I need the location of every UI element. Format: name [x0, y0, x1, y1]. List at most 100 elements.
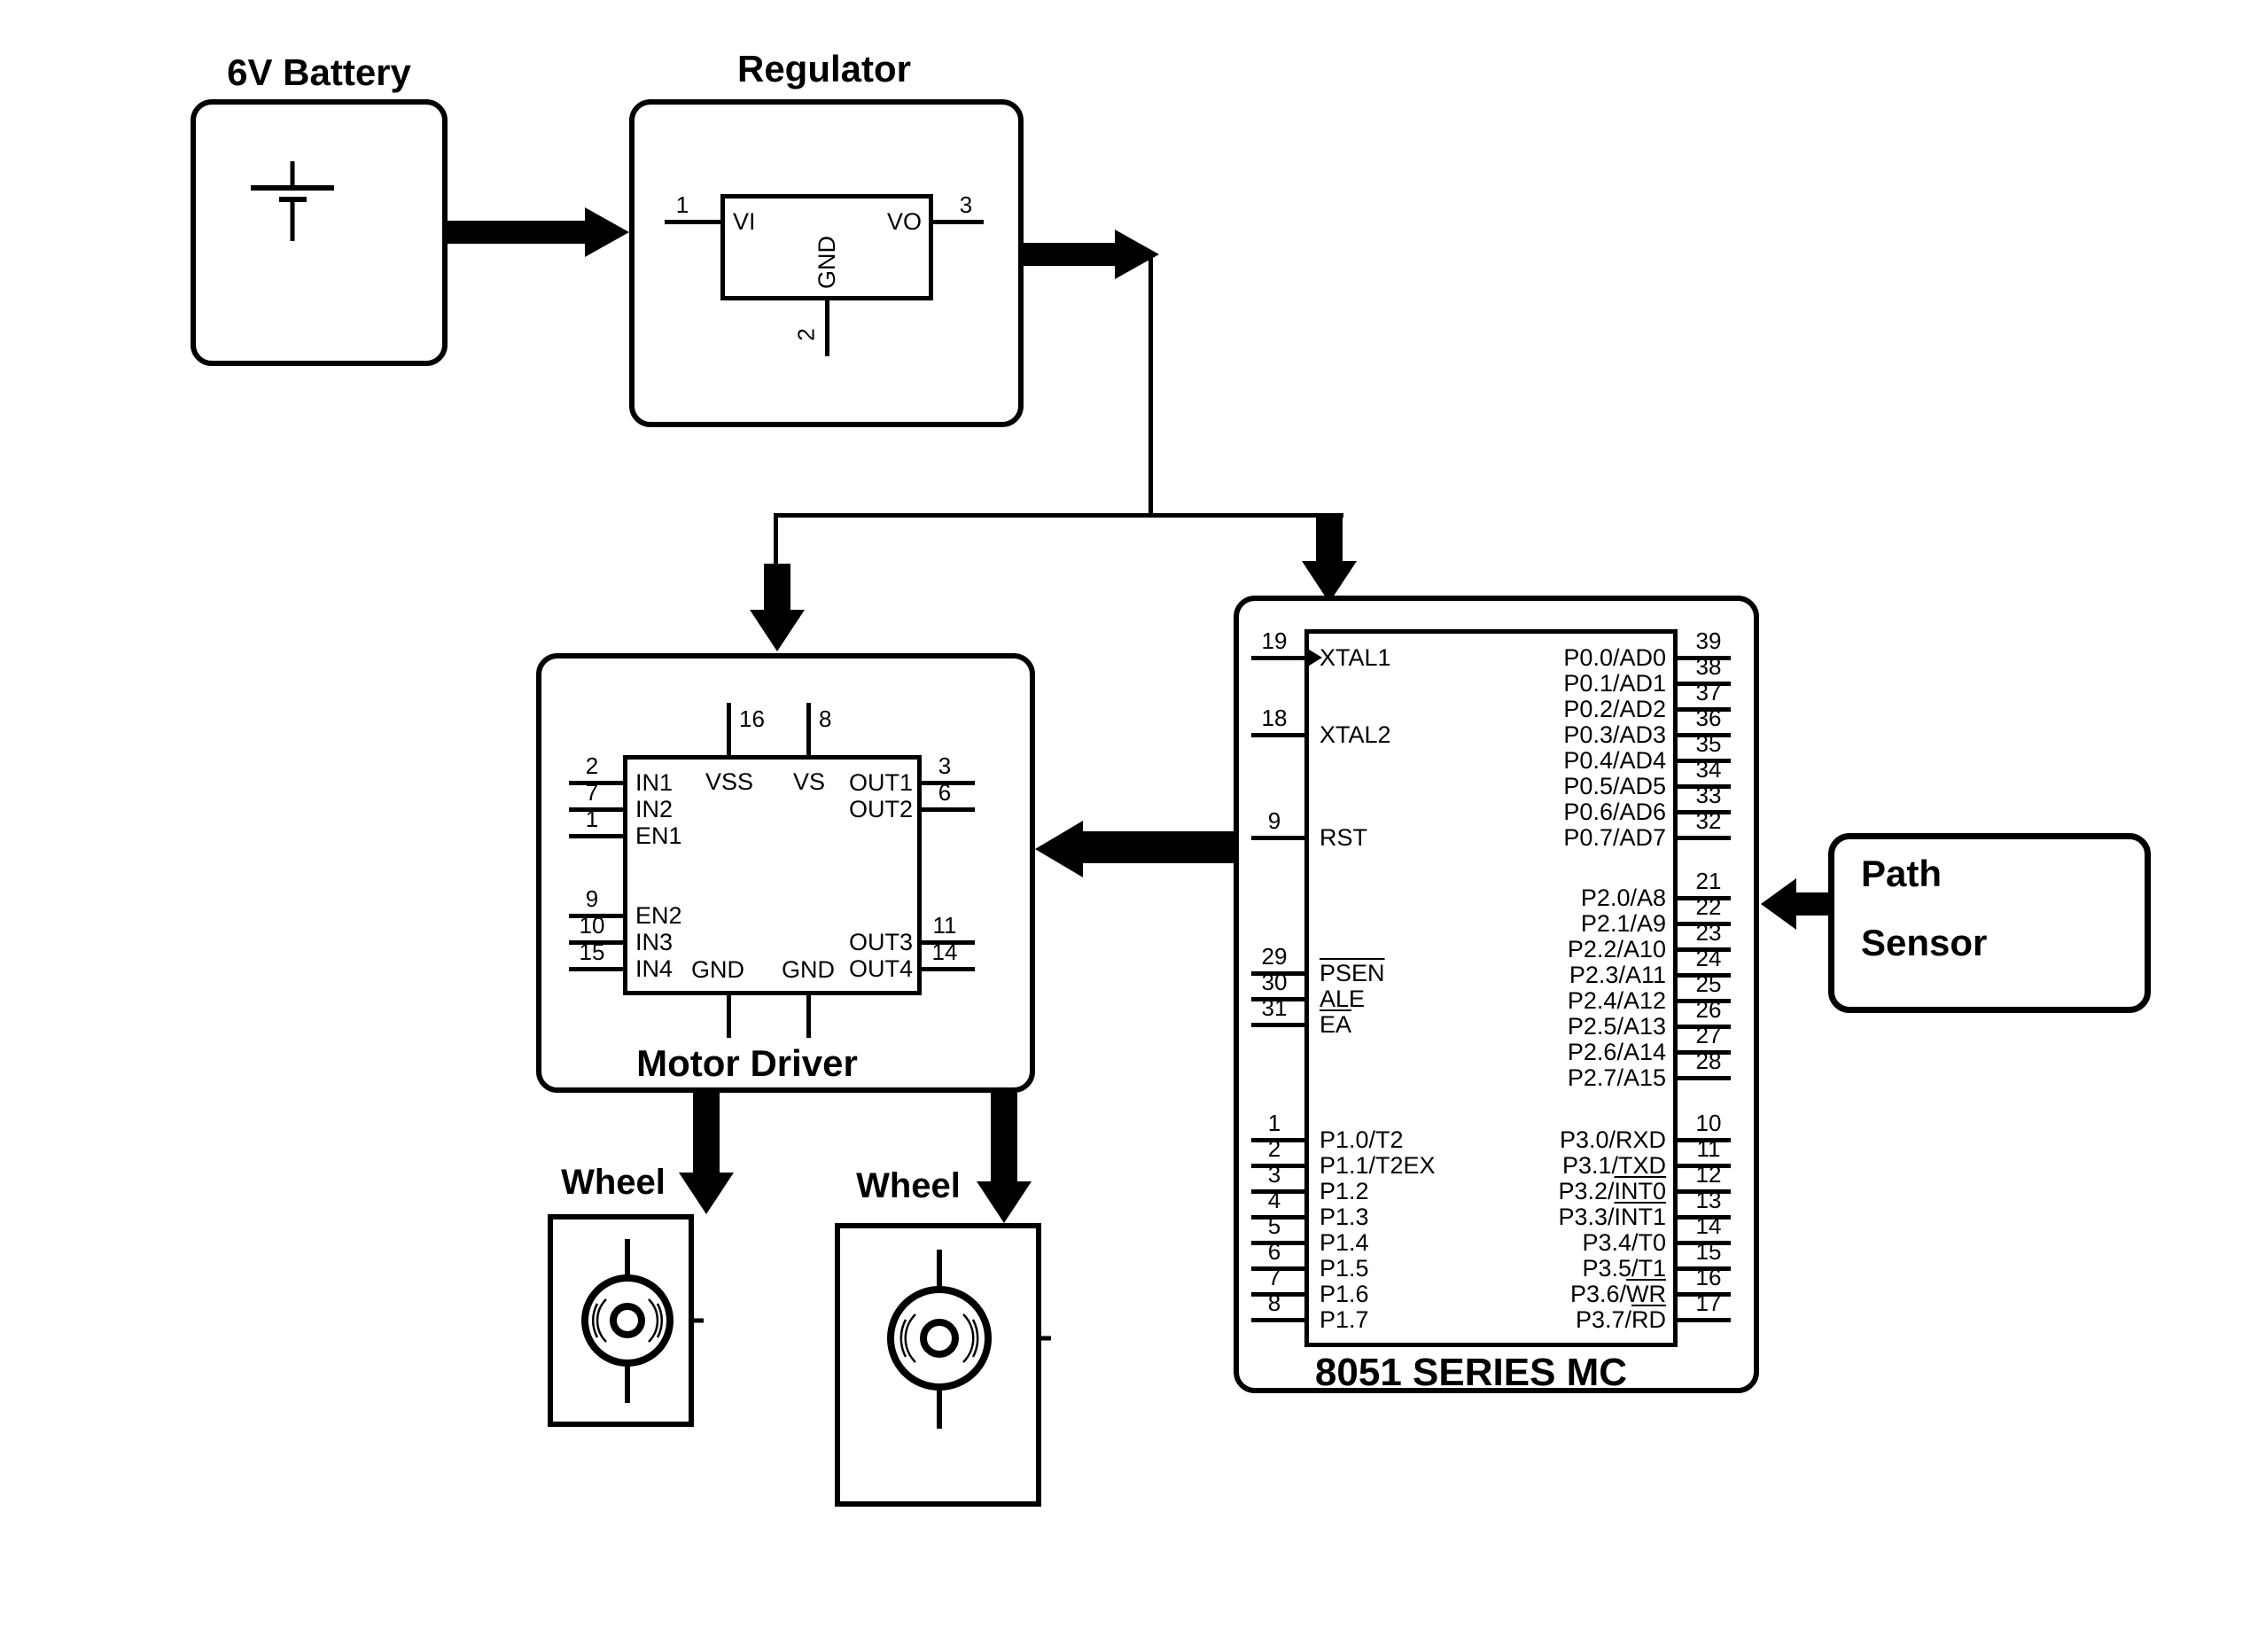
pin-number: 18 — [1261, 705, 1288, 731]
pin-label: P2.0/A8 — [1580, 884, 1666, 911]
pin-number: 2 — [1267, 1135, 1281, 1162]
pin-line — [1251, 1241, 1304, 1245]
pin-number: 14 — [1695, 1212, 1722, 1239]
pin-line — [1678, 1241, 1731, 1245]
pin-number: 19 — [1261, 627, 1288, 654]
pin-label: P1.0/T2 — [1320, 1126, 1404, 1153]
pin-label: RST — [1320, 824, 1367, 851]
pin-label: P3.5/T1 — [1582, 1255, 1666, 1282]
arrow-mcu-to-motor-driver-head-icon — [1035, 821, 1083, 877]
pin-number: 6 — [1267, 1238, 1281, 1265]
pin-label: P3.1/TXD — [1561, 1152, 1666, 1179]
regulator-pin1-number: 1 — [675, 191, 689, 218]
pin-label: IN1 — [635, 769, 674, 796]
pin-number: 21 — [1695, 868, 1722, 894]
motor-driver-gnd1-label: GND — [691, 956, 744, 983]
pin-number: 14 — [931, 939, 958, 965]
motor-driver-gnd1-line — [727, 995, 731, 1038]
pin-line — [922, 807, 975, 812]
pin-line — [1678, 1215, 1731, 1220]
pin-label: P2.7/A15 — [1567, 1064, 1666, 1091]
regulator-pin2-number: 2 — [792, 328, 820, 341]
pin-number: 4 — [1267, 1187, 1281, 1213]
arrow-motor-driver-to-wheel-2-head-icon — [977, 1181, 1032, 1223]
pin-number: 11 — [932, 912, 957, 939]
arrow-supply-to-motor-driver-head-icon — [750, 610, 805, 651]
pin-number: 33 — [1695, 782, 1722, 808]
pin-label: P1.6 — [1320, 1281, 1369, 1307]
pin-line — [1678, 836, 1731, 840]
arrow-supply-to-mcu — [1316, 513, 1343, 563]
pin-label: P1.4 — [1320, 1229, 1369, 1256]
pin-number: 36 — [1695, 705, 1722, 731]
pin-line — [1678, 759, 1731, 763]
pin-number: 23 — [1695, 919, 1722, 946]
pin-number: 25 — [1695, 970, 1722, 997]
pin-number: 39 — [1695, 627, 1722, 654]
arrow-battery-to-regulator-head-icon — [585, 207, 629, 257]
motor-driver-gnd2-line — [806, 995, 811, 1038]
mcu-title: 8051 SERIES MC — [1314, 1351, 1628, 1394]
pin-number: 12 — [1695, 1161, 1722, 1188]
pin-label: P2.5/A13 — [1567, 1013, 1666, 1040]
pin-line — [1678, 1164, 1731, 1168]
pin-line — [1678, 999, 1731, 1003]
pin-line — [1678, 922, 1731, 926]
pin-label: P3.6/WR — [1569, 1281, 1666, 1307]
pin-label: IN2 — [635, 796, 674, 822]
pin-number: 3 — [938, 752, 952, 779]
pin-line — [1678, 1189, 1731, 1194]
wire-elbow-to-motor — [774, 513, 778, 566]
arrow-path-sensor-to-mcu-head-icon — [1761, 878, 1796, 930]
pin-number: 6 — [938, 779, 952, 806]
pin-label: P0.4/AD4 — [1563, 747, 1666, 774]
pin-label: XTAL2 — [1320, 721, 1391, 748]
pin-line — [569, 940, 623, 945]
pin-line — [1678, 707, 1731, 712]
motor-driver-pin16-number: 16 — [739, 705, 765, 732]
arrow-regulator-out — [1024, 243, 1121, 266]
pin-number: 22 — [1695, 893, 1722, 920]
pin-line — [1678, 1076, 1731, 1080]
pin-label: OUT3 — [848, 929, 913, 955]
pin-line — [1251, 656, 1304, 660]
wheel-1-motor-icon — [581, 1239, 704, 1403]
pin-number: 15 — [1695, 1238, 1722, 1265]
pin-number: 17 — [1695, 1290, 1722, 1316]
pin-number: 31 — [1261, 994, 1288, 1021]
pin-number: 9 — [585, 885, 599, 912]
pin-line — [1678, 1025, 1731, 1029]
pin-line — [1251, 733, 1304, 737]
pin-label: P1.2 — [1320, 1178, 1369, 1204]
pin-number: 1 — [585, 806, 599, 832]
pin-line — [1678, 947, 1731, 952]
pin-number: 35 — [1695, 730, 1722, 757]
pin-line — [1251, 1215, 1304, 1220]
pin-line — [1251, 1023, 1304, 1027]
pin-label: P2.1/A9 — [1580, 910, 1666, 937]
pin-label: P0.0/AD0 — [1563, 644, 1666, 671]
pin-line — [1678, 1318, 1731, 1322]
pin-line — [1678, 1266, 1731, 1271]
pin-line — [1678, 1138, 1731, 1142]
arrow-supply-to-motor-driver — [764, 564, 790, 610]
pin-number: 7 — [1267, 1264, 1281, 1290]
pin-number: 15 — [579, 939, 605, 965]
pin-label: P1.7 — [1320, 1306, 1369, 1333]
pin-label: P2.4/A12 — [1567, 987, 1666, 1014]
pin-label: P0.3/AD3 — [1563, 721, 1666, 748]
wire-junction-horizontal — [774, 513, 1343, 518]
pin-number: 3 — [1267, 1161, 1281, 1188]
pin-label: XTAL1 — [1320, 644, 1391, 671]
pin-line — [1251, 836, 1304, 840]
motor-driver-pin8-line — [806, 703, 811, 755]
pin-number: 11 — [1696, 1135, 1721, 1162]
pin-label: IN3 — [635, 929, 674, 955]
regulator-vo-label: VO — [886, 208, 922, 235]
pin-label: P3.0/RXD — [1559, 1126, 1666, 1153]
path-sensor-block — [1828, 833, 2151, 1013]
pin-label: P1.1/T2EX — [1320, 1152, 1436, 1179]
pin-label: P2.3/A11 — [1569, 962, 1666, 988]
pin-line — [922, 781, 975, 785]
